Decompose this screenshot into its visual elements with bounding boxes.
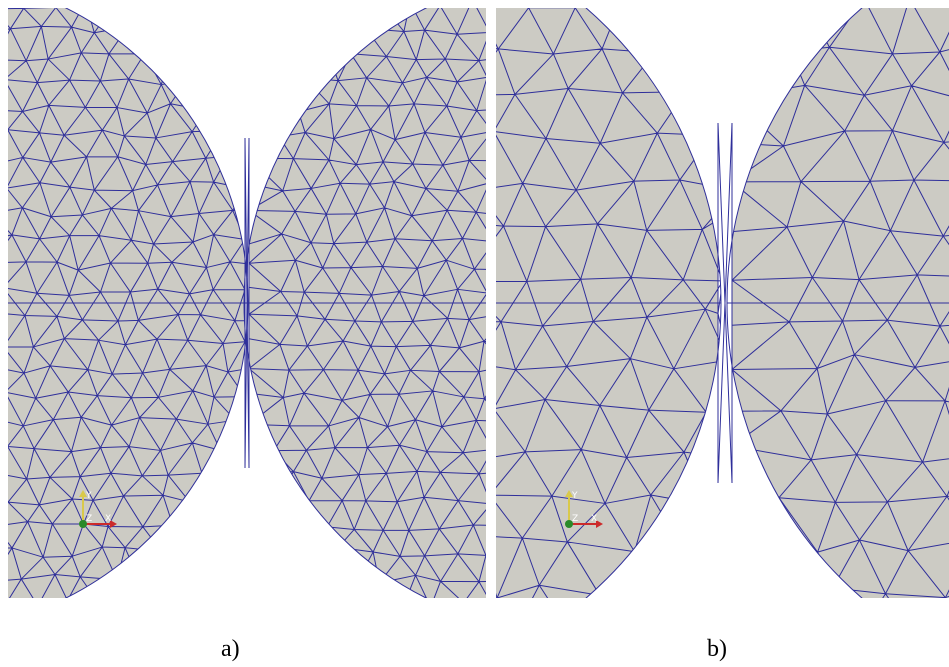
- left-body-outline: [64, 8, 249, 598]
- axes-triad: X Y Z: [79, 490, 117, 528]
- x-axis-label: X: [105, 514, 111, 524]
- mesh-view-fine: X Y Z: [8, 8, 486, 598]
- z-axis-label: Z: [86, 514, 92, 524]
- y-axis-label: Y: [85, 491, 92, 501]
- left-body-outline: [585, 8, 722, 598]
- x-axis-arrowhead: [596, 520, 603, 528]
- x-axis-label: X: [591, 514, 597, 524]
- contact-gap: [244, 137, 250, 469]
- panel-b: X Y Z: [496, 8, 949, 598]
- y-axis-arrowhead: [565, 490, 573, 497]
- mesh-view-coarse: X Y Z: [496, 8, 949, 598]
- y-axis-label: Y: [571, 491, 578, 501]
- right-body-outline: [726, 8, 863, 598]
- caption-a: a): [221, 636, 240, 662]
- caption-b: b): [707, 636, 727, 662]
- panel-a: X Y Z: [8, 8, 486, 598]
- x-axis-arrowhead: [110, 520, 117, 528]
- z-axis-dot: [565, 520, 573, 528]
- contact-gap: [717, 122, 733, 484]
- y-axis-arrowhead: [79, 490, 87, 497]
- axes-triad: X Y Z: [565, 490, 603, 528]
- z-axis-dot: [79, 520, 87, 528]
- right-body-outline: [243, 8, 428, 598]
- z-axis-label: Z: [572, 514, 578, 524]
